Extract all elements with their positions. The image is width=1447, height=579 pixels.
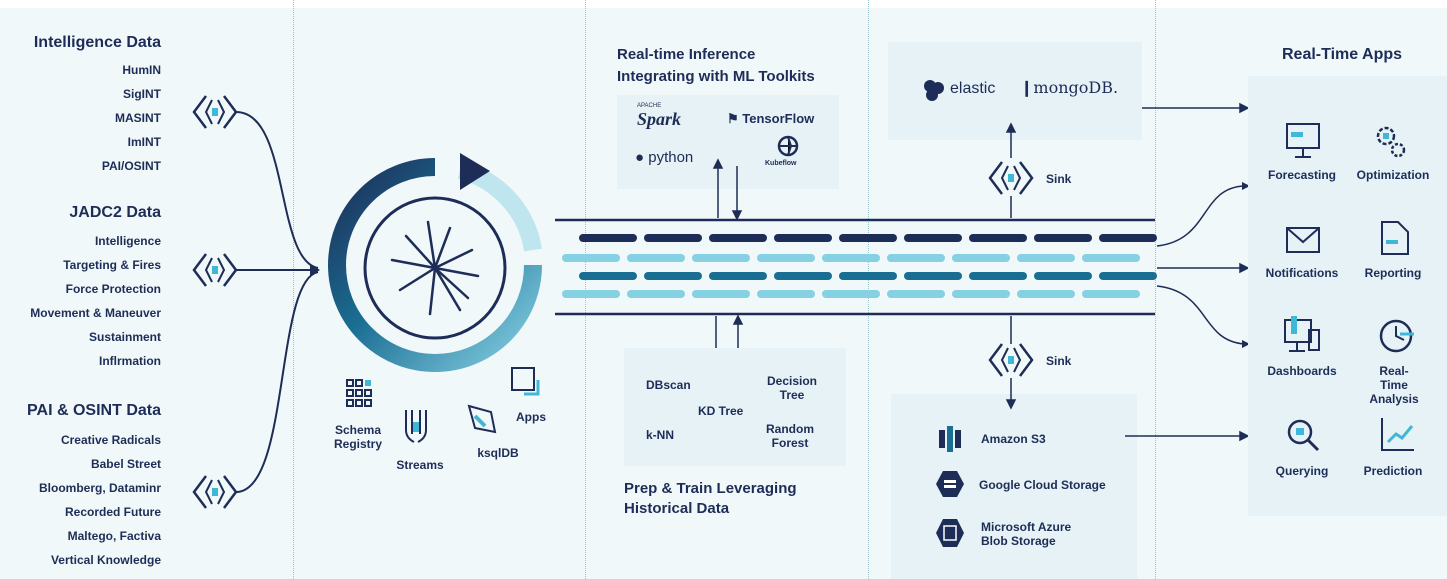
reporting-icon [1381, 221, 1409, 255]
querying-icon [1287, 419, 1320, 452]
tensorflow-logo: ⚑ TensorFlow [727, 111, 815, 126]
schema-registry-label: Schema Registry [333, 423, 383, 451]
source-item: Creative Radicals [60, 433, 161, 447]
google-cloud-storage-icon [936, 471, 964, 497]
source-item: Vertical Knowledge [50, 553, 161, 567]
amazon-s3-icon [939, 426, 961, 452]
sink-connector-icon [988, 343, 1034, 377]
source-item: Babel Street [90, 457, 161, 471]
source-item: Targeting & Fires [63, 258, 161, 272]
app-prediction-label: Prediction [1363, 464, 1423, 478]
sink-connector-icon [988, 161, 1034, 195]
inference-title-line2: Integrating with ML Toolkits [617, 68, 815, 85]
spark-logo: Spark [637, 109, 682, 129]
source-item: Bloomberg, Dataminr [38, 481, 161, 495]
notifications-icon [1286, 227, 1320, 253]
ksqldb-label: ksqlDB [477, 446, 519, 460]
app-notifications-label: Notifications [1265, 266, 1339, 280]
source-item: Maltego, Factiva [67, 529, 161, 543]
app-real-time-analysis-label: Real-Time Analysis [1369, 364, 1419, 406]
ml-training-panel: DBscan Decision Tree KD Tree k-NN Random… [624, 348, 846, 466]
sink-label-bottom: Sink [1046, 354, 1072, 368]
mongodb-logo-text: mongoDB. [1033, 78, 1119, 97]
forecasting-icon [1286, 123, 1320, 158]
elastic-icon [924, 80, 944, 101]
app-querying-label: Querying [1275, 464, 1329, 478]
kubeflow-icon [777, 135, 799, 157]
source-item: PAI/OSINT [101, 159, 161, 173]
schema-registry-icon [346, 379, 372, 407]
streams-icon [405, 410, 427, 443]
real-time-apps-title: Real-Time Apps [1282, 46, 1403, 63]
streaming-platform-hub [328, 153, 542, 372]
dashboards-icon [1284, 316, 1320, 352]
elastic-logo: elastic [950, 80, 996, 97]
algo-kd-tree: KD Tree [698, 404, 744, 418]
real-time-analysis-icon [1379, 319, 1414, 353]
ml-toolkits-panel: APACHE Spark ⚑ TensorFlow ● python Kubef… [617, 95, 839, 189]
inference-title-line1: Real-time Inference [617, 46, 756, 63]
spark-apache-label: APACHE [637, 103, 662, 109]
source-item: MASINT [115, 111, 161, 125]
connector-icon [192, 475, 238, 509]
app-optimization-label: Optimization [1356, 168, 1430, 182]
pai-osint-data-title: PAI & OSINT Data [27, 402, 161, 419]
streams-label: Streams [396, 458, 444, 472]
amazon-s3-label: Amazon S3 [981, 432, 1046, 446]
algo-knn: k-NN [646, 428, 675, 442]
app-forecasting-label: Forecasting [1267, 168, 1336, 182]
mongodb-logo: ❙mongoDB. [1020, 78, 1119, 97]
jadc2-data-title: JADC2 Data [69, 204, 161, 221]
algo-random-forest: Random Forest [766, 422, 814, 450]
connector-icon [192, 95, 238, 129]
source-item: Inflrmation [99, 354, 161, 368]
source-item: Force Protection [65, 282, 161, 296]
python-logo: ● python [635, 149, 694, 166]
app-dashboards-label: Dashboards [1267, 364, 1337, 378]
apps-panel [1248, 76, 1447, 516]
source-item: HumIN [122, 63, 161, 77]
algo-decision-tree: Decision Tree [766, 374, 817, 402]
python-logo-text: python [648, 149, 694, 166]
algo-dbscan: DBscan [646, 378, 691, 392]
cloud-storage-panel: Amazon S3 Google Cloud Storage Microsoft… [891, 394, 1137, 579]
sink-label-top: Sink [1046, 172, 1072, 186]
optimization-icon [1376, 126, 1406, 158]
apps-icon [511, 367, 540, 396]
source-item: SigINT [123, 87, 161, 101]
google-cloud-storage-label: Google Cloud Storage [979, 478, 1106, 492]
prediction-icon [1381, 418, 1414, 451]
search-db-panel: elastic ❙mongoDB. [888, 42, 1142, 140]
training-title-line2: Historical Data [624, 500, 730, 517]
app-reporting-label: Reporting [1364, 266, 1422, 280]
intelligence-data-title: Intelligence Data [33, 34, 161, 51]
kubeflow-label: Kubeflow [765, 160, 797, 167]
connector-icon [192, 253, 238, 287]
source-item: Sustainment [88, 330, 161, 344]
training-title-line1: Prep & Train Leveraging [624, 480, 797, 497]
source-item: Movement & Maneuver [30, 306, 161, 320]
source-item: Intelligence [94, 234, 161, 248]
ksqldb-icon [467, 404, 497, 434]
source-item: Recorded Future [64, 505, 161, 519]
azure-blob-icon [936, 519, 964, 547]
source-item: ImINT [127, 135, 161, 149]
apps-label: Apps [516, 410, 546, 424]
tensorflow-logo-text: TensorFlow [742, 111, 815, 126]
azure-blob-label: Microsoft Azure Blob Storage [981, 520, 1072, 548]
